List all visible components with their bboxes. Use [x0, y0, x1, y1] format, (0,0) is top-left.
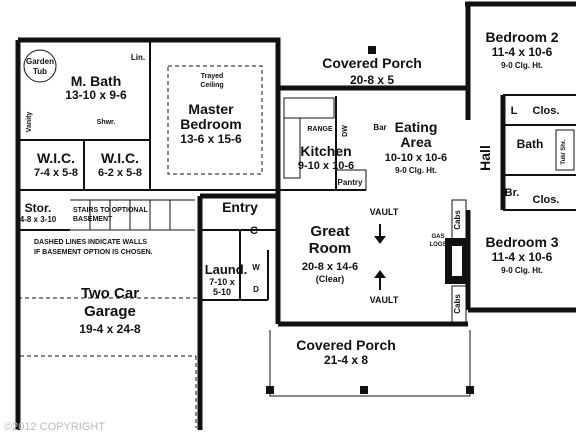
dashed-note-line2: IF BASEMENT OPTION IS CHOSEN.: [34, 249, 153, 256]
kitchen-size: 9-10 x 10-6: [298, 160, 354, 172]
bedroom3-ceiling: 9-0 Clg. Ht.: [501, 266, 543, 275]
cabs-bottom-label: Cabs: [453, 294, 462, 314]
clos-b-label: Clos.: [533, 194, 560, 206]
hall-label: Hall: [477, 145, 493, 171]
c-label: C: [250, 225, 258, 237]
garage-size: 19-4 x 24-8: [79, 322, 141, 336]
eating-size: 10-10 x 10-6: [385, 152, 447, 164]
br-label: Br.: [505, 187, 520, 199]
vault-top-label: VAULT: [370, 207, 399, 217]
dashed-note-line1: DASHED LINES INDICATE WALLS: [34, 239, 147, 246]
great-line1: Great: [310, 223, 349, 240]
bedroom3-name: Bedroom 3: [485, 234, 558, 250]
covered-porch-bottom-size: 21-4 x 8: [324, 353, 368, 367]
master-line2: Bedroom: [180, 116, 241, 132]
laund-size: 7-10 x: [209, 277, 235, 287]
stor-name: Stor.: [25, 201, 52, 215]
master-size: 13-6 x 15-6: [180, 132, 242, 146]
master-line1: Master: [188, 101, 234, 117]
laund-name: Laund.: [205, 262, 248, 277]
w-label: W: [252, 263, 260, 272]
l-label: L: [511, 105, 518, 117]
wic1-name: W.I.C.: [37, 150, 75, 166]
d-label: D: [253, 285, 259, 294]
gas-logs-line2: LOGS: [429, 242, 446, 248]
vault-bottom-label: VAULT: [370, 295, 399, 305]
laund-size2: 5-10: [213, 287, 231, 297]
m-bath-size: 13-10 x 9-6: [65, 88, 127, 102]
eating-line2: Area: [400, 134, 431, 150]
covered-porch-top-size: 20-8 x 5: [350, 73, 394, 87]
stor-size: 4-8 x 3-10: [20, 215, 57, 224]
cabs-top-label: Cabs: [453, 210, 462, 230]
great-clear: (Clear): [316, 274, 345, 284]
entry-label: Entry: [222, 199, 258, 215]
bedroom2-ceiling: 9-0 Clg. Ht.: [501, 61, 543, 70]
bedroom2-size: 11-4 x 10-6: [492, 45, 553, 59]
eating-ceiling: 9-0 Clg. Ht.: [395, 166, 437, 175]
kitchen-name: Kitchen: [300, 143, 351, 159]
covered-porch-bottom-name: Covered Porch: [296, 337, 396, 353]
great-size: 20-8 x 14-6: [302, 261, 358, 273]
clos-a-label: Clos.: [533, 105, 560, 117]
garage-line1: Two Car: [81, 285, 139, 302]
eating-line1: Eating: [395, 119, 438, 135]
m-bath-name: M. Bath: [71, 73, 122, 89]
garden-tub-line1: Garden: [26, 57, 54, 66]
bedroom2-name: Bedroom 2: [485, 29, 558, 45]
walls: [15, 1, 576, 430]
covered-porch-top-name: Covered Porch: [322, 55, 422, 71]
copyright-text: ©2012 COPYRIGHT: [4, 421, 105, 432]
wic1-size: 7-4 x 5-8: [34, 167, 78, 179]
interior-walls: [18, 40, 576, 428]
trayed-line2: Ceiling: [200, 82, 223, 89]
trayed-line1: Trayed: [201, 73, 224, 80]
garden-tub-line2: Tub: [33, 67, 47, 76]
stairs-line1: STAIRS TO OPTIONAL: [73, 207, 149, 214]
great-line2: Room: [309, 240, 352, 257]
stairs-line2: BASEMENT: [73, 216, 113, 223]
range-label: RANGE: [307, 126, 333, 133]
vault-arrows: [374, 224, 386, 290]
gas-logs-line1: GAS: [431, 234, 444, 240]
lin-label: Lin.: [131, 53, 145, 62]
tub-shr-label: Tub/ Shr.: [561, 139, 567, 165]
shwr-label: Shwr.: [97, 119, 116, 126]
bath-label: Bath: [517, 137, 544, 151]
garage-line2: Garage: [84, 303, 136, 320]
labels: Covered Porch 20-8 x 5 Bedroom 2 11-4 x …: [4, 29, 567, 432]
wic2-name: W.I.C.: [101, 150, 139, 166]
dw-label: DW: [342, 125, 349, 137]
pantry-label: Pantry: [338, 178, 363, 187]
bedroom3-size: 11-4 x 10-6: [492, 250, 553, 264]
vanity-label: Vanity: [26, 112, 33, 133]
wic2-size: 6-2 x 5-8: [98, 167, 142, 179]
bar-label: Bar: [373, 123, 386, 132]
